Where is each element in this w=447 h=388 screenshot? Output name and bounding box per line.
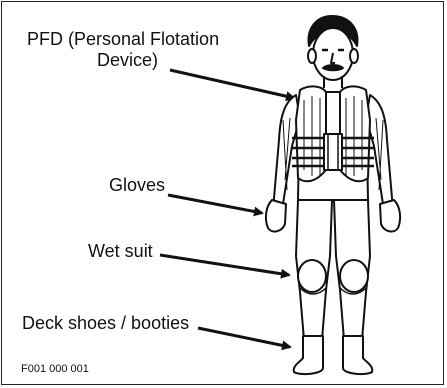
wet-suit-arrow (160, 255, 289, 275)
person-figure (266, 16, 400, 374)
left-knee-pad (298, 260, 326, 292)
deck-shoes-arrow (198, 328, 290, 347)
mustache (323, 65, 343, 70)
left-bootie (294, 336, 323, 374)
right-bootie (343, 336, 372, 374)
right-glove (380, 200, 400, 231)
pfd-arrow (170, 70, 294, 98)
right-knee-pad (340, 260, 368, 292)
left-glove (266, 200, 286, 231)
gloves-arrow (168, 195, 262, 213)
